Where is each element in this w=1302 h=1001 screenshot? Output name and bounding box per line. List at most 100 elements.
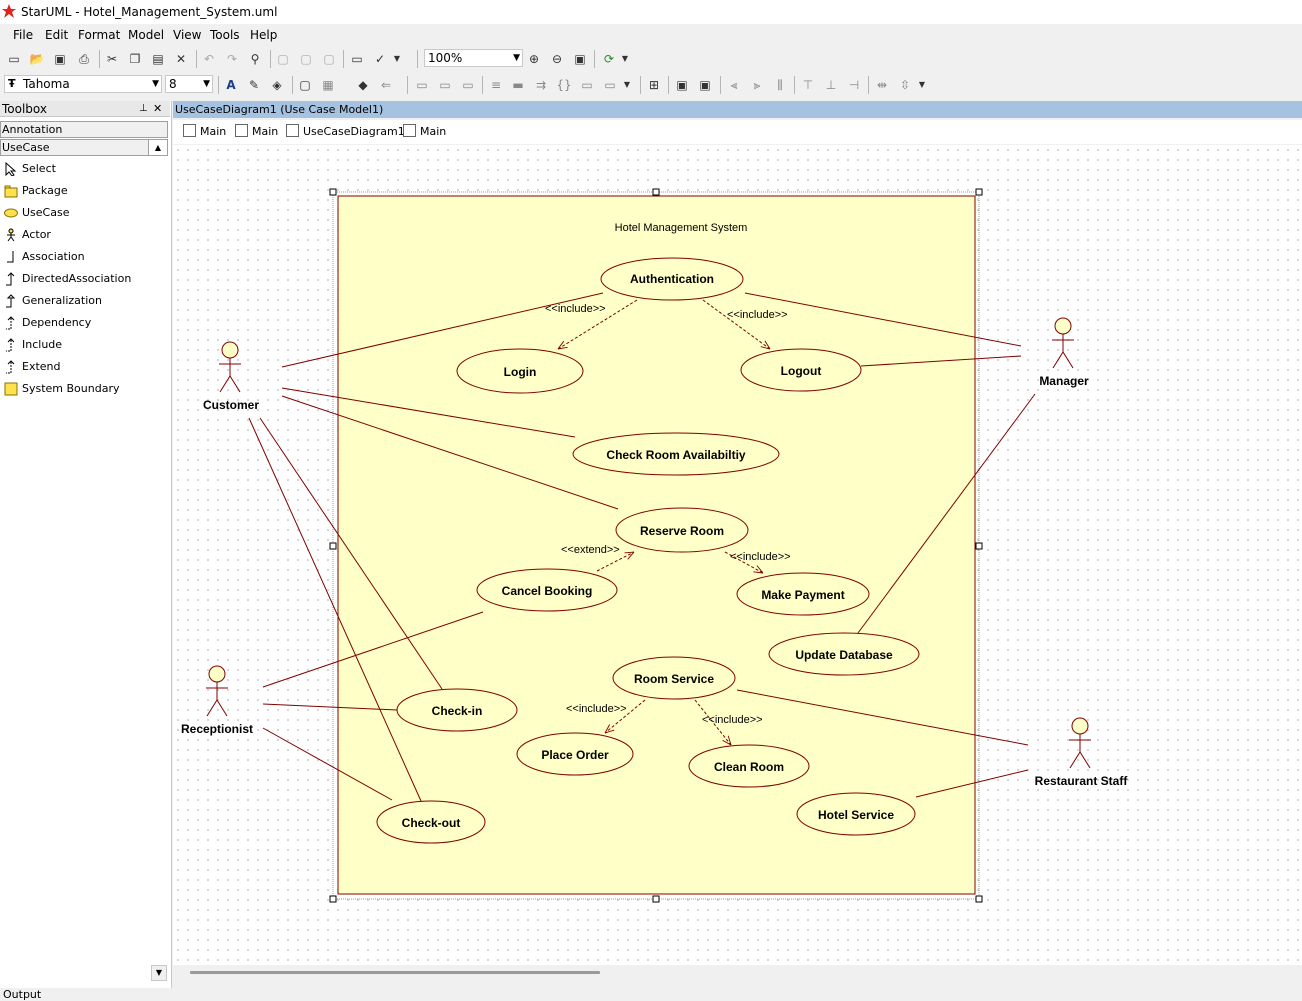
align-icon[interactable]: ▦ xyxy=(322,78,334,92)
redo-icon[interactable]: ↷ xyxy=(226,52,238,66)
usecase-update-database[interactable]: Update Database xyxy=(768,632,920,676)
usecase-check-room-availability[interactable]: Check Room Availabiltiy xyxy=(572,432,780,476)
toolbox-scroll-down[interactable]: ▼ xyxy=(151,965,167,981)
usecase-clean-room[interactable]: Clean Room xyxy=(688,744,810,788)
selection-handles[interactable] xyxy=(329,188,983,903)
align-left-icon[interactable]: ⫷ xyxy=(730,78,738,92)
actor-manager[interactable]: Manager xyxy=(1039,317,1089,388)
actor-receptionist[interactable]: Receptionist xyxy=(181,665,253,736)
layout-icon[interactable]: ⊞ xyxy=(648,78,660,92)
verify-model-icon[interactable]: ✓ xyxy=(374,52,386,66)
align-right-icon[interactable]: ⫸ xyxy=(753,78,761,92)
tool-include[interactable]: Include xyxy=(0,334,168,356)
menu-view[interactable]: View xyxy=(173,28,202,42)
undo-icon[interactable]: ↶ xyxy=(203,52,215,66)
show-name-icon[interactable]: ▭ xyxy=(439,78,451,92)
braces-icon[interactable]: {} xyxy=(556,78,572,92)
pin-icon[interactable]: ⊥ xyxy=(139,103,148,114)
zoom-combo[interactable]: 100% ▼ xyxy=(424,49,523,67)
font-name-combo[interactable]: Ŧ Tahoma ▼ xyxy=(4,75,162,93)
tool-usecase[interactable]: UseCase xyxy=(0,202,168,224)
auto-resize-icon[interactable]: ◆ xyxy=(358,78,368,92)
scroll-thumb[interactable] xyxy=(190,971,600,974)
menu-file[interactable]: File xyxy=(13,28,34,42)
tab-main-2[interactable]: Main xyxy=(235,123,278,141)
toolbox-group-annotation[interactable]: Annotation xyxy=(0,121,168,138)
chevron-down-icon[interactable]: ▼ xyxy=(621,54,629,63)
suppress-icon[interactable]: ▭ xyxy=(462,78,474,92)
tool-generalization[interactable]: Generalization xyxy=(0,290,168,312)
refresh-icon[interactable]: ⟳ xyxy=(603,52,615,66)
align-bottom-icon[interactable]: ⊥ xyxy=(825,78,837,92)
zoom-region-icon[interactable]: ▢ xyxy=(277,52,289,66)
cut-icon[interactable]: ✂ xyxy=(106,52,118,66)
tool-system-boundary[interactable]: System Boundary xyxy=(0,378,168,400)
zoom-window-icon[interactable]: ▣ xyxy=(574,52,586,66)
usecase-make-payment[interactable]: Make Payment xyxy=(736,572,870,616)
stereotype-icon[interactable]: ▭ xyxy=(416,78,428,92)
menu-model[interactable]: Model xyxy=(128,28,165,42)
horizontal-scrollbar[interactable] xyxy=(173,965,1302,981)
bring-front-icon[interactable]: ▣ xyxy=(676,78,688,92)
align-center-icon[interactable]: ⫼ xyxy=(777,78,783,92)
fill-color-icon[interactable]: ◈ xyxy=(272,78,282,92)
paste-icon[interactable]: ▤ xyxy=(152,52,164,66)
line-color-icon[interactable]: ✎ xyxy=(248,78,260,92)
menu-help[interactable]: Help xyxy=(250,28,278,42)
tab-main-3[interactable]: Main xyxy=(403,123,446,141)
usecase-room-service[interactable]: Room Service xyxy=(612,656,736,700)
menu-edit[interactable]: Edit xyxy=(45,28,69,42)
chevron-down-icon[interactable]: ▼ xyxy=(393,54,401,63)
output-panel-tab[interactable]: Output xyxy=(0,988,1302,1001)
space-horizontal-icon[interactable]: ⇹ xyxy=(876,78,888,92)
zoom-out-icon[interactable]: ⊖ xyxy=(551,52,563,66)
zoom-fit-icon[interactable]: ▢ xyxy=(323,52,335,66)
print-icon[interactable]: ⎙ xyxy=(79,52,89,66)
tab-usecasediagram1[interactable]: UseCaseDiagram1 xyxy=(286,123,405,141)
find-icon[interactable]: ⚲ xyxy=(250,52,260,66)
font-size-combo[interactable]: 8 ▼ xyxy=(165,75,213,93)
usecase-cancel-booking[interactable]: Cancel Booking xyxy=(476,568,618,612)
usecase-hotel-service[interactable]: Hotel Service xyxy=(796,792,916,836)
diagram-canvas[interactable]: Hotel Management System <<include>> <<in… xyxy=(173,145,1302,965)
delete-icon[interactable]: ✕ xyxy=(175,52,187,66)
usecase-login[interactable]: Login xyxy=(456,348,584,394)
actor-customer[interactable]: Customer xyxy=(203,341,259,412)
send-back-icon[interactable]: ▣ xyxy=(699,78,711,92)
font-color-icon[interactable]: A xyxy=(226,78,236,92)
signature-icon[interactable]: ⇉ xyxy=(535,78,547,92)
save-icon[interactable]: ▣ xyxy=(54,52,66,66)
tool-actor[interactable]: Actor xyxy=(0,224,168,246)
space-vertical-icon[interactable]: ⇳ xyxy=(899,78,911,92)
export-icon[interactable]: ▭ xyxy=(351,52,363,66)
usecase-reserve-room[interactable]: Reserve Room xyxy=(615,507,749,553)
new-file-icon[interactable]: ▭ xyxy=(8,52,20,66)
usecase-place-order[interactable]: Place Order xyxy=(516,732,634,776)
tool-directed-association[interactable]: DirectedAssociation xyxy=(0,268,168,290)
line-style-icon[interactable]: ▢ xyxy=(299,78,311,92)
open-folder-icon[interactable]: 📂 xyxy=(29,52,45,66)
chevron-down-icon[interactable]: ▼ xyxy=(623,80,631,89)
tool-dependency[interactable]: Dependency xyxy=(0,312,168,334)
compartment-icon[interactable]: ▭ xyxy=(581,78,593,92)
actor-restaurant-staff[interactable]: Restaurant Staff xyxy=(1035,717,1129,788)
tool-extend[interactable]: Extend xyxy=(0,356,168,378)
usecase-authentication[interactable]: Authentication xyxy=(600,257,744,301)
copy-icon[interactable]: ❐ xyxy=(129,52,141,66)
operations-icon[interactable]: ▬ xyxy=(512,78,524,92)
chevron-up-icon[interactable]: ▲ xyxy=(148,140,167,155)
toolbox-group-usecase[interactable]: UseCase ▲ xyxy=(0,139,168,156)
usecase-check-in[interactable]: Check-in xyxy=(396,688,518,732)
close-icon[interactable]: ✕ xyxy=(153,102,163,115)
align-top-icon[interactable]: ⊤ xyxy=(802,78,814,92)
chevron-down-icon[interactable]: ▼ xyxy=(918,80,926,89)
tool-association[interactable]: Association xyxy=(0,246,168,268)
compartment2-icon[interactable]: ▭ xyxy=(604,78,616,92)
attributes-icon[interactable]: ≡ xyxy=(490,78,502,92)
usecase-check-out[interactable]: Check-out xyxy=(376,800,486,844)
menu-format[interactable]: Format xyxy=(78,28,121,42)
usecase-logout[interactable]: Logout xyxy=(740,348,862,392)
arrow-back-icon[interactable]: ⇐ xyxy=(380,78,392,92)
menu-tools[interactable]: Tools xyxy=(210,28,240,42)
tool-select[interactable]: Select xyxy=(0,158,168,180)
